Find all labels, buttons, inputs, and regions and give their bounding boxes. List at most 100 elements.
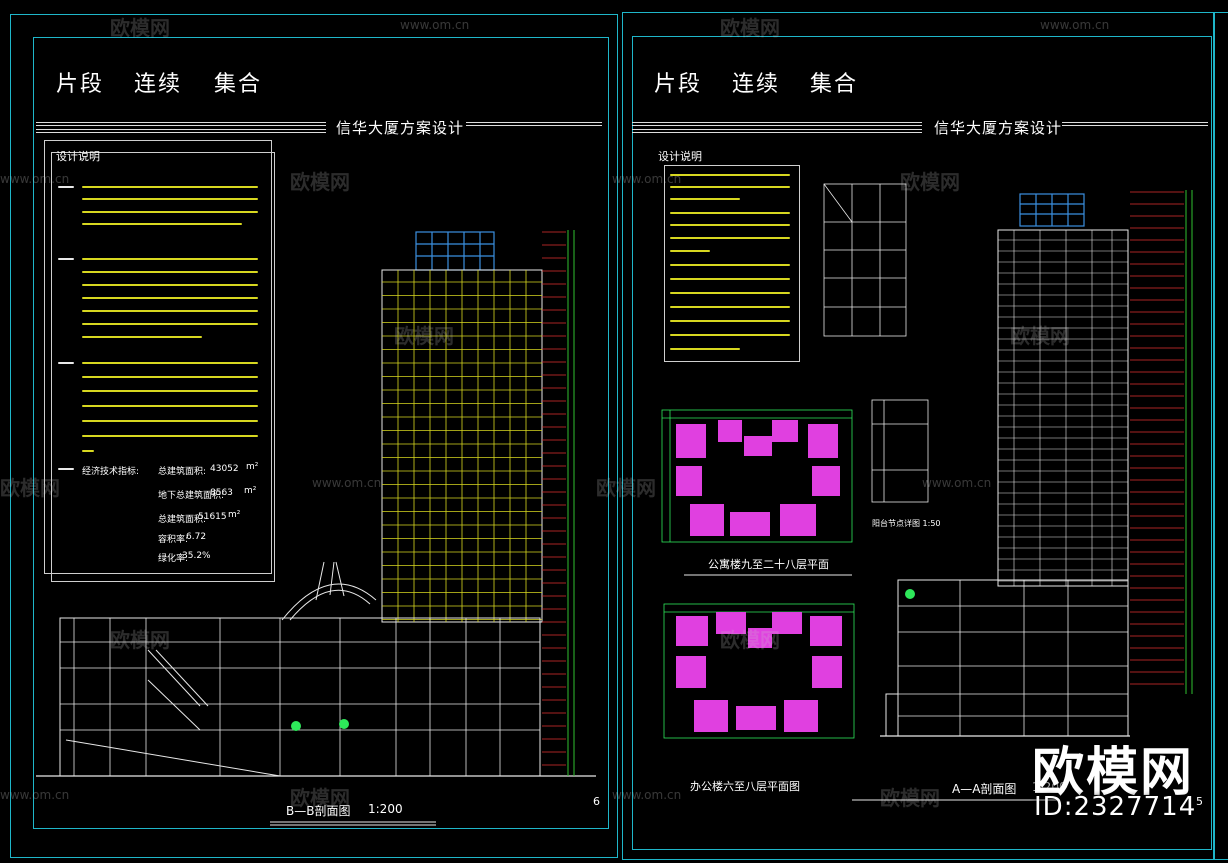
watermark-logo: 欧模网 xyxy=(720,628,780,652)
watermark-logo: 欧模网 xyxy=(0,476,60,500)
note-line xyxy=(670,224,790,226)
office-units xyxy=(676,612,842,732)
note-line xyxy=(670,186,790,188)
left-title-rule-2 xyxy=(36,129,326,133)
right-page-number: 5 xyxy=(1196,795,1203,808)
note-line xyxy=(670,348,740,350)
note-line xyxy=(670,320,790,322)
detail-caption: 阳台节点详图 1:50 xyxy=(872,519,941,528)
plan-room xyxy=(716,612,746,634)
stat-value: 35.2% xyxy=(182,551,211,561)
right-headline-2: 连续 xyxy=(732,72,781,97)
left-page-number: 6 xyxy=(593,795,600,808)
plan-room xyxy=(676,424,706,458)
watermark-logo: 欧模网 xyxy=(290,786,350,810)
note-bullet xyxy=(58,186,74,188)
note-line xyxy=(670,306,790,308)
stat-value: 8563 xyxy=(210,488,233,498)
stats-bullet xyxy=(58,468,74,470)
plan-room xyxy=(812,466,840,496)
right-notes-title: 设计说明 xyxy=(658,150,702,163)
plan-room xyxy=(694,700,728,732)
right-section-scale: 1:200 xyxy=(1032,780,1067,794)
stat-unit: m² xyxy=(228,510,241,520)
note-line xyxy=(670,278,790,280)
watermark-logo: 欧模网 xyxy=(110,628,170,652)
left-section-scale: 1:200 xyxy=(368,802,403,816)
note-line xyxy=(670,334,790,336)
brand-id: ID:2327714 xyxy=(1034,792,1197,822)
note-line xyxy=(82,284,258,286)
note-line xyxy=(670,174,790,176)
plan-room xyxy=(690,504,724,536)
dimension-strip xyxy=(542,231,566,766)
right-sheet-inner-frame xyxy=(632,36,1212,850)
left-headline-1: 片段 xyxy=(56,72,105,97)
watermark-logo: 欧模网 xyxy=(394,324,454,348)
plan-room xyxy=(810,616,842,646)
stat-value: 6.72 xyxy=(186,532,207,542)
plan-room xyxy=(780,504,816,536)
left-headline-2: 连续 xyxy=(134,72,183,97)
watermark-url: www.om.cn xyxy=(0,788,70,802)
note-line xyxy=(82,258,258,260)
plan-room xyxy=(676,466,702,496)
right-section-caption: A—A剖面图 xyxy=(952,782,1017,796)
dimension-strip xyxy=(1130,191,1184,685)
plan1-caption: 公寓楼九至二十八层平面 xyxy=(708,558,829,571)
stat-label: 绿化率: xyxy=(158,554,189,564)
note-line xyxy=(82,336,202,338)
watermark-logo: 欧模网 xyxy=(290,170,350,194)
note-line xyxy=(82,198,258,200)
tower-floors xyxy=(998,230,1128,586)
stat-unit: m² xyxy=(244,486,257,496)
watermark-url: www.om.cn xyxy=(1040,18,1110,32)
left-notes-box xyxy=(44,140,272,574)
note-line xyxy=(670,212,790,214)
watermark-logo: 欧模网 xyxy=(596,476,656,500)
left-sheet-inner-frame xyxy=(33,37,609,829)
plan2-caption: 办公楼六至八层平面图 xyxy=(690,780,800,793)
note-line xyxy=(670,198,740,200)
watermark-logo: 欧模网 xyxy=(110,16,170,40)
left-project-title: 信华大厦方案设计 xyxy=(336,119,465,137)
watermark-logo: 欧模网 xyxy=(880,786,940,810)
note-line xyxy=(82,186,258,188)
left-headline-3: 集合 xyxy=(214,72,263,97)
note-line xyxy=(82,390,258,392)
note-line xyxy=(82,450,94,452)
note-line xyxy=(670,292,790,294)
brand-logo-text: 欧模网 xyxy=(1032,743,1195,803)
note-line xyxy=(82,376,258,378)
apartment-units xyxy=(676,420,840,536)
note-bullet xyxy=(58,258,74,260)
note-line xyxy=(82,271,258,273)
watermark-url: www.om.cn xyxy=(922,476,992,490)
watermark-logo: 欧模网 xyxy=(720,16,780,40)
plan-room xyxy=(808,424,838,458)
right-headline-3: 集合 xyxy=(810,72,859,97)
watermark-url: www.om.cn xyxy=(0,172,70,186)
plan-room xyxy=(744,436,772,456)
podium-columns xyxy=(73,618,501,776)
right-notes-box xyxy=(664,165,800,362)
stat-value: 43052 xyxy=(210,464,239,474)
watermark-logo: 欧模网 xyxy=(1010,324,1070,348)
roof-crown xyxy=(1019,193,1085,227)
plan-room xyxy=(730,512,770,536)
podium-floors xyxy=(898,580,1128,736)
note-line xyxy=(670,264,790,266)
stat-value: 51615 xyxy=(198,512,227,522)
plan-room xyxy=(772,420,798,442)
stat-label: 地下总建筑面积: xyxy=(158,491,225,501)
right-headline-1: 片段 xyxy=(654,72,703,97)
stats-heading: 经济技术指标: xyxy=(82,467,140,477)
stat-label: 容积率: xyxy=(158,535,189,545)
left-title-rule xyxy=(36,122,326,126)
note-bullet xyxy=(58,362,74,364)
left-notes-title: 设计说明 xyxy=(56,150,100,163)
